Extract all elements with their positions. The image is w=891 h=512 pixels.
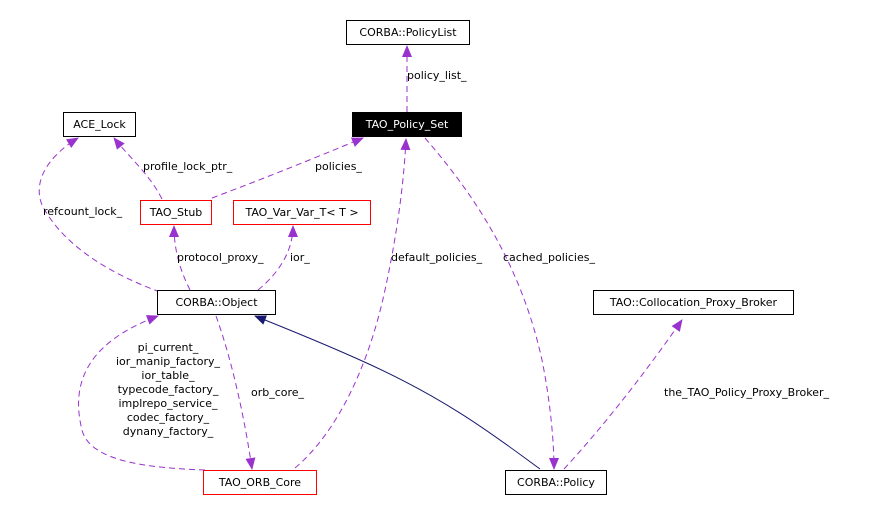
label-policies: policies_	[315, 160, 362, 173]
label-orb-member: ior_manip_factory_	[115, 355, 220, 368]
label-protocol-proxy: protocol_proxy_	[177, 251, 264, 264]
label-orb-member: ior_table_	[141, 369, 195, 382]
label-refcount-lock: refcount_lock_	[43, 205, 123, 218]
node-tao-orb-core[interactable]: TAO_ORB_Core	[203, 470, 317, 495]
label-orb-member: codec_factory_	[126, 411, 210, 424]
node-collocation-proxy-broker[interactable]: TAO::Collocation_Proxy_Broker	[593, 290, 794, 315]
label-orb-member: implrepo_service_	[118, 397, 218, 410]
label-orb-member: dynany_factory_	[122, 425, 214, 438]
node-tao-stub[interactable]: TAO_Stub	[140, 200, 212, 225]
edge-cached-policies	[424, 137, 559, 470]
node-ace-lock[interactable]: ACE_Lock	[63, 112, 136, 137]
label-policy-list: policy_list_	[407, 69, 467, 82]
edge-proxy-broker	[563, 319, 683, 470]
edge-policies	[211, 137, 364, 199]
edge-default-policies	[294, 138, 411, 469]
node-corba-policylist[interactable]: CORBA::PolicyList	[346, 20, 470, 45]
node-tao-policy-set: TAO_Policy_Set	[352, 112, 462, 137]
label-ior: ior_	[290, 251, 310, 264]
edge-orb-members	[78, 315, 206, 471]
label-profile-lock-ptr: profile_lock_ptr_	[143, 160, 233, 173]
label-cached-policies: cached_policies_	[503, 251, 595, 264]
edge-inheritance	[254, 315, 541, 470]
node-corba-object[interactable]: CORBA::Object	[157, 290, 276, 315]
label-orb-member: typecode_factory_	[117, 383, 219, 396]
edge-profile-lock-ptr	[113, 137, 163, 200]
label-orb-member: pi_current_	[137, 341, 199, 354]
edge-refcount-lock	[38, 137, 161, 293]
label-orb-members: pi_current_ ior_manip_factory_ ior_table…	[100, 341, 236, 439]
edge-protocol-proxy	[169, 225, 191, 291]
label-default-policies: default_policies_	[391, 251, 483, 264]
label-orb-core: orb_core_	[251, 386, 305, 399]
node-tao-var-var-t[interactable]: TAO_Var_Var_T< T >	[233, 200, 371, 225]
label-proxy-broker: the_TAO_Policy_Proxy_Broker_	[664, 386, 830, 399]
node-corba-policy[interactable]: CORBA::Policy	[505, 470, 607, 495]
